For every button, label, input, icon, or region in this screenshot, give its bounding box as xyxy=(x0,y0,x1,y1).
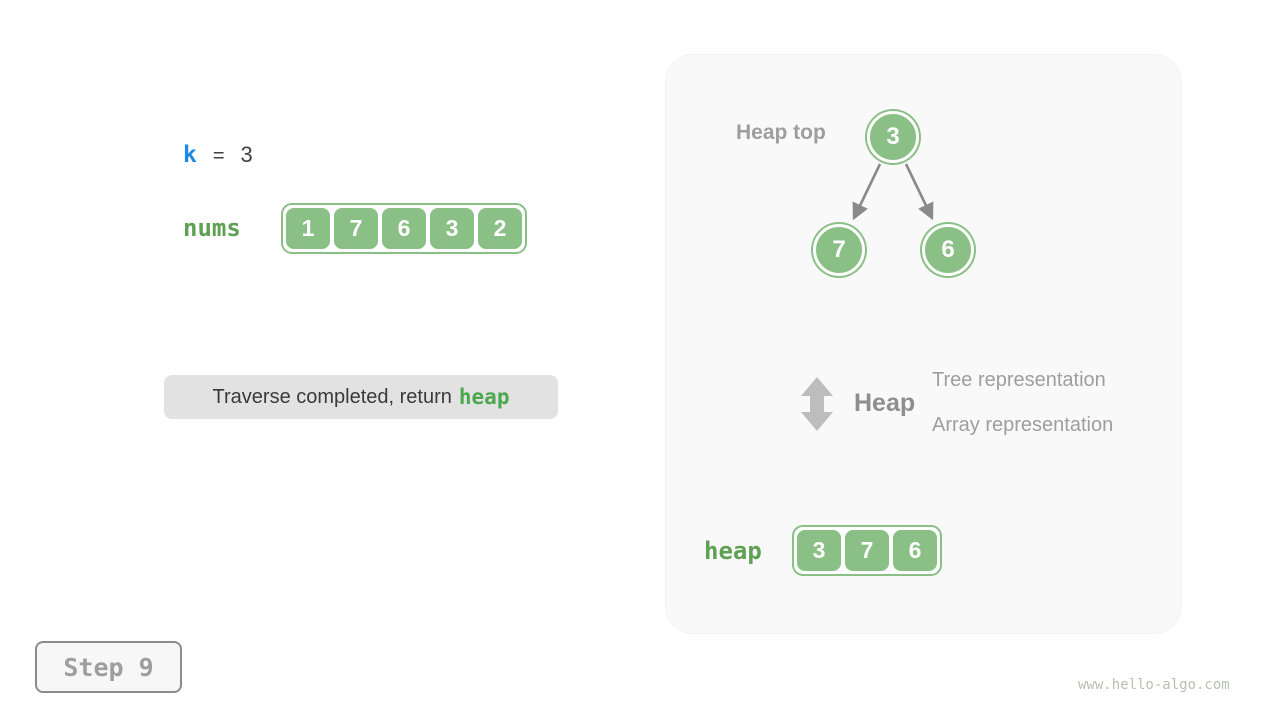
heap-array-label: heap xyxy=(704,537,762,565)
nums-array-cell: 3 xyxy=(430,208,474,249)
heap-array-cell: 6 xyxy=(893,530,937,571)
tree-node-right: 6 xyxy=(922,224,974,276)
edge-root-to-right xyxy=(904,163,934,221)
variable-k-line: k = 3 xyxy=(183,142,253,168)
array-representation-label: Array representation xyxy=(932,414,1114,436)
edge-root-to-left xyxy=(852,163,882,221)
heap-panel: Heap top 3 7 6 Heap Tree representation … xyxy=(665,54,1182,634)
heap-array: 3 7 6 xyxy=(792,525,942,576)
heap-array-cell: 7 xyxy=(845,530,889,571)
heap-legend-title: Heap xyxy=(854,389,916,417)
nums-array-cell: 1 xyxy=(286,208,330,249)
nums-array-cell: 7 xyxy=(334,208,378,249)
tree-node-left: 7 xyxy=(813,224,865,276)
status-message: Traverse completed, return heap xyxy=(164,375,558,419)
nums-label: nums xyxy=(183,214,241,242)
heap-array-cell: 3 xyxy=(797,530,841,571)
status-message-highlight: heap xyxy=(458,385,510,409)
variable-k-value: 3 xyxy=(240,142,253,167)
step-indicator-label: Step 9 xyxy=(63,652,154,682)
watermark: www.hello-algo.com xyxy=(1078,677,1230,693)
status-message-text: Traverse completed, return xyxy=(212,385,452,408)
nums-array-cell: 6 xyxy=(382,208,426,249)
equals-sign: = xyxy=(212,145,225,167)
nums-array: 1 7 6 3 2 xyxy=(281,203,527,254)
tree-edges xyxy=(852,163,934,221)
tree-node-root: 3 xyxy=(867,111,919,163)
tree-representation-label: Tree representation xyxy=(932,369,1106,391)
nums-array-cell: 2 xyxy=(478,208,522,249)
step-indicator: Step 9 xyxy=(35,641,182,693)
heap-top-label: Heap top xyxy=(736,121,826,144)
variable-k-name: k xyxy=(183,142,197,168)
up-down-arrow-icon xyxy=(801,377,833,431)
